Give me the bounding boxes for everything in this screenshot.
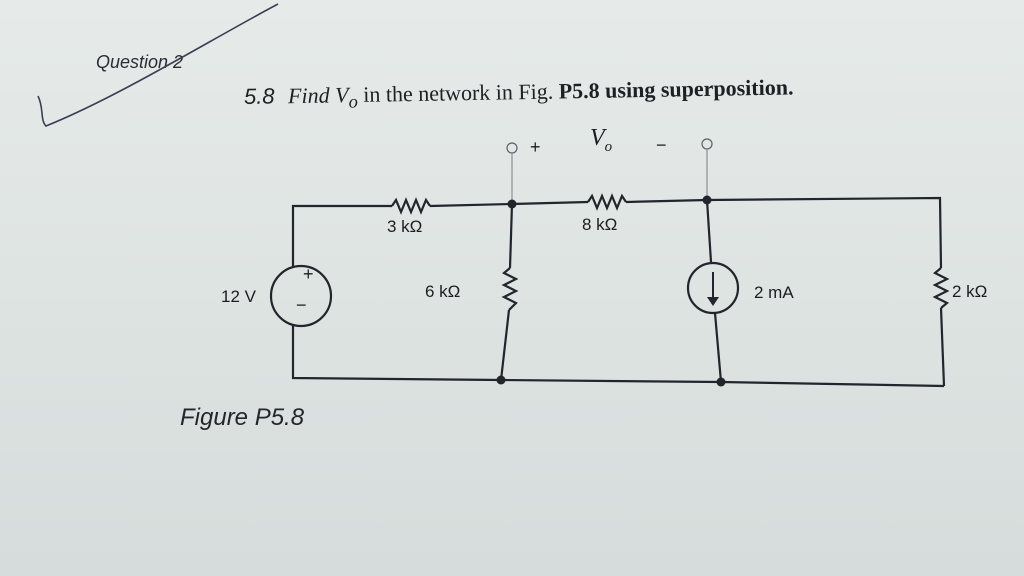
wire-right-lower	[939, 307, 946, 387]
voltage-source-minus: −	[296, 295, 307, 315]
figure-caption: Figure P5.8	[180, 404, 305, 431]
resistor-3k-zigzag	[391, 197, 431, 215]
wire-top-right	[706, 196, 943, 269]
wire-cs-upper	[705, 199, 713, 263]
wire-6k-upper	[508, 203, 514, 269]
wire-bottom	[291, 326, 945, 388]
resistor-2k-label: 2 kΩ	[952, 282, 987, 301]
resistor-3k-label: 3 kΩ	[387, 217, 422, 236]
wire-cs-lower	[713, 312, 723, 383]
vo-plus-terminal	[506, 142, 518, 154]
vo-label-subscript: o	[605, 139, 613, 155]
resistor-8k-label: 8 kΩ	[582, 215, 617, 234]
resistor-2k-zigzag	[932, 267, 950, 309]
question-label: Question 2	[96, 52, 184, 72]
vo-minus-sign: −	[656, 135, 667, 155]
node-dot-top-right	[702, 195, 712, 205]
resistor-8k-zigzag	[587, 193, 627, 211]
wire-top-left	[291, 204, 392, 266]
vo-label: Vo	[590, 125, 613, 155]
node-dot-bottom-right	[716, 377, 726, 387]
wire-top-mid2	[511, 200, 589, 206]
resistor-6k-label: 6 kΩ	[425, 282, 460, 301]
wire-top-mid1	[429, 202, 513, 208]
resistor-6k-zigzag	[501, 267, 519, 311]
vo-label-letter: V	[590, 125, 607, 151]
vo-plus-sign: +	[530, 137, 541, 157]
node-dot-bottom-left	[496, 375, 506, 385]
check-mark-icon	[37, 3, 279, 127]
voltage-source-12v	[269, 264, 333, 328]
voltage-source-plus: +	[303, 264, 314, 284]
wire-top-mid3	[625, 198, 708, 204]
current-source-2ma	[686, 261, 740, 315]
wire-6k-lower	[499, 309, 511, 381]
voltage-source-label: 12 V	[221, 287, 257, 306]
current-source-label: 2 mA	[754, 283, 794, 302]
node-dot-top-left	[507, 199, 517, 209]
current-arrow-down-icon	[707, 297, 719, 306]
vo-minus-terminal	[701, 138, 713, 150]
